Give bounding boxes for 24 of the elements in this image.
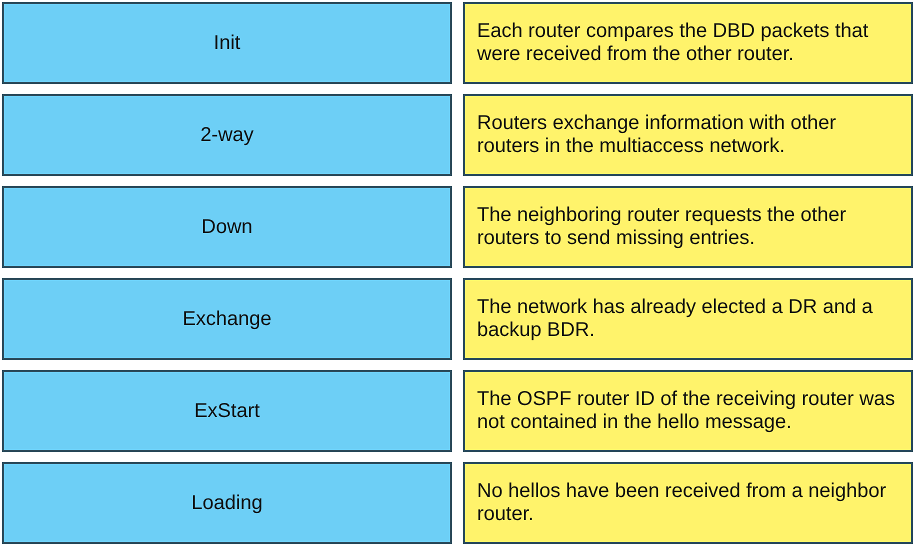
state-label: ExStart [194, 400, 260, 422]
description-text: The OSPF router ID of the receiving router was not contained in the hello message. [477, 388, 896, 434]
term-box [2, 186, 452, 268]
term-box [2, 278, 452, 360]
description-box [463, 2, 913, 84]
description-text: The network has already elected a DR and a backup BDR. [477, 296, 874, 342]
state-label: Loading [191, 492, 263, 514]
description-box [463, 278, 913, 360]
term-box [2, 94, 452, 176]
state-label: Down [201, 216, 253, 238]
term-box [2, 2, 452, 84]
state-label: Init [214, 32, 240, 54]
description-text: Routers exchange information with other routers in the multiaccess network. [477, 112, 838, 158]
term-box [2, 370, 452, 452]
term-box [2, 462, 452, 544]
description-box [463, 186, 913, 268]
description-box [463, 370, 913, 452]
description-box [463, 94, 913, 176]
description-box [463, 462, 913, 544]
description-text: Each router compares the DBD packets that were received from the other router. [477, 20, 870, 66]
description-text: The neighboring router requests the other routers to send missing entries. [477, 204, 848, 250]
description-text: No hellos have been received from a neighbor router. [477, 480, 888, 526]
state-label: Exchange [182, 308, 272, 330]
state-label: 2-way [200, 124, 254, 146]
